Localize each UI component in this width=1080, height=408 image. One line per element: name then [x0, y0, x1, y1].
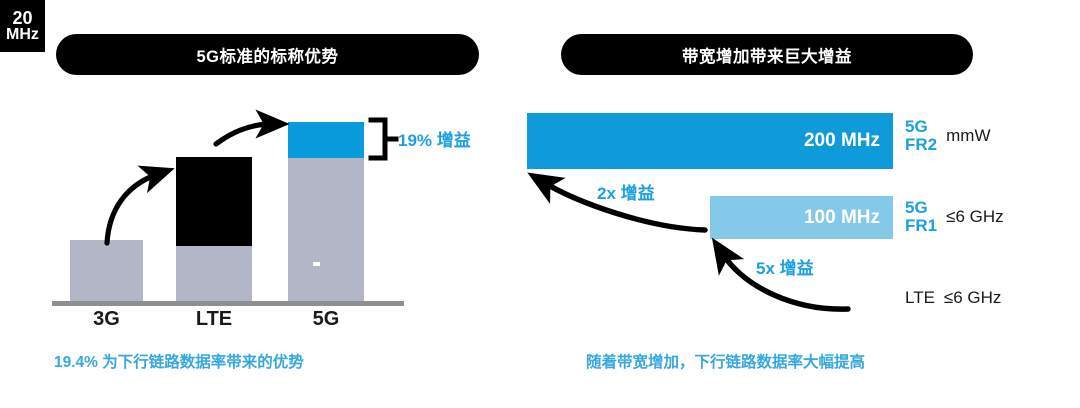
tier-band-lte: ≤6 GHz — [943, 288, 1002, 307]
right-panel-caption: 随着带宽增加，下行链路数据率大幅提高 — [586, 354, 866, 371]
left-panel: 5G标准的标称优势 3G LTE 5G 19% 增益 19.4% 为下行链路数据… — [52, 34, 479, 371]
nominal-advantage-bar-chart: 3G LTE 5G — [52, 122, 404, 330]
bar-5g-base — [288, 158, 364, 302]
tier-tag-5g-fr1: 5G FR1 ≤6 GHz — [905, 198, 1004, 236]
tier-band-fr1: ≤6 GHz — [946, 207, 1004, 227]
bandwidth-value-5g-fr2: 200 MHz — [803, 130, 880, 151]
right-panel-title-text: 带宽增加带来巨大增益 — [682, 47, 852, 66]
tier-gen-line1-fr2: 5G — [905, 117, 928, 136]
bar-5g-increment — [288, 122, 364, 158]
axis-label-3g: 3G — [93, 308, 120, 330]
bandwidth-bar-5g-fr2: 200 MHz — [527, 113, 893, 169]
bandwidth-bar-5g-fr1: 100 MHz — [710, 196, 893, 239]
bar-lte-increment — [176, 157, 252, 246]
bandwidth-value-lte-number: 20 — [12, 7, 33, 28]
gain-19-percent-label: 19% 增益 — [398, 131, 471, 150]
bar-5g-inner-mark — [313, 262, 320, 266]
tier-band-fr2: mmW — [946, 126, 991, 146]
right-panel: 带宽增加带来巨大增益 随着带宽增加，下行链路数据率大幅提高 — [540, 0, 1080, 408]
bandwidth-value-lte-unit: MHz — [6, 26, 39, 44]
gain-2x-label: 2x 增益 — [597, 184, 655, 203]
bandwidth-value-5g-fr1: 100 MHz — [803, 206, 880, 228]
tier-gen-line1-fr1: 5G — [905, 198, 928, 217]
left-panel-title-text: 5G标准的标称优势 — [196, 47, 339, 66]
bar-lte-base — [176, 246, 252, 302]
bandwidth-bar-lte: 20 MHz — [0, 0, 45, 52]
left-panel-title: 5G标准的标称优势 — [56, 34, 479, 75]
right-panel-title: 带宽增加带来巨大增益 — [561, 34, 973, 75]
tier-gen-lte: LTE — [905, 287, 935, 307]
tier-tag-5g-fr2: 5G FR2 mmW — [905, 117, 991, 155]
tier-tag-lte: LTE ≤6 GHz — [905, 288, 1001, 308]
tier-gen-line2-fr1: FR1 — [905, 216, 938, 236]
axis-label-5g: 5G — [312, 308, 340, 330]
tier-gen-line2-fr2: FR2 — [905, 135, 938, 155]
bar-3g-base — [70, 240, 143, 302]
left-panel-caption: 19.4% 为下行链路数据率带来的优势 — [54, 354, 304, 371]
chart-baseline — [52, 301, 404, 306]
axis-label-lte: LTE — [195, 308, 233, 330]
gain-5x-label: 5x 增益 — [756, 259, 814, 278]
